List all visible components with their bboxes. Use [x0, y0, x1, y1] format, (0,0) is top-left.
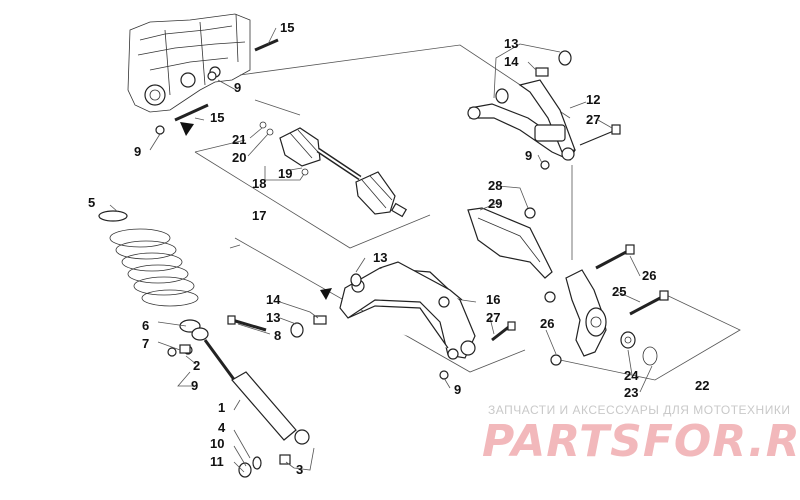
callout-6: 6: [142, 318, 149, 333]
callout-4: 4: [218, 420, 226, 435]
knuckle-bolts: [544, 244, 669, 316]
callout-27-lower: 27: [486, 310, 500, 325]
callout-10: 10: [210, 436, 224, 451]
callout-26-right: 26: [642, 268, 656, 283]
watermark-brand: PARTSFOR.RU: [482, 416, 800, 467]
callout-28: 28: [488, 178, 502, 193]
callout-29: 29: [488, 196, 502, 211]
callout-26-left: 26: [540, 316, 554, 331]
steering-knuckle: [550, 269, 607, 366]
callout-16: 16: [486, 292, 500, 307]
callout-13-upper-arm: 13: [504, 36, 518, 51]
axle-clips: [259, 121, 309, 176]
callout-9-top-left: 9: [234, 80, 241, 95]
callout-19: 19: [278, 166, 292, 181]
callout-20: 20: [232, 150, 246, 165]
callout-17: 17: [252, 208, 266, 223]
callout-15-top: 15: [280, 20, 294, 35]
callout-9-lower-arm: 9: [454, 382, 461, 397]
callout-13-lower-arm-top: 13: [373, 250, 387, 265]
callout-2: 2: [193, 358, 200, 373]
callout-11: 11: [210, 454, 224, 469]
callout-5: 5: [88, 195, 95, 210]
lock-nuts: [155, 71, 550, 380]
upper-arm-bolt: [579, 124, 621, 146]
skid-guard: [467, 207, 553, 279]
callout-21: 21: [232, 132, 246, 147]
upper-a-arm: [467, 79, 576, 161]
callout-25: 25: [612, 284, 626, 299]
direction-arrows: [180, 122, 332, 300]
lower-arm-bushings: [290, 273, 362, 338]
callout-7: 7: [142, 336, 149, 351]
callout-15-left: 15: [210, 110, 224, 125]
callout-22: 22: [695, 378, 709, 393]
callout-13-lower-arm-left: 13: [266, 310, 280, 325]
callout-23: 23: [624, 385, 638, 400]
callout-8: 8: [274, 328, 281, 343]
coil-spring: [98, 210, 201, 333]
callout-12: 12: [586, 92, 600, 107]
leader-lines: [109, 27, 653, 473]
frame-outline: [127, 13, 251, 113]
frame-bolts: [174, 38, 279, 122]
shock-absorber: [183, 327, 310, 445]
shock-hardware: [179, 344, 291, 478]
callout-labels: 1 2 3 4 5 6 7 8 9 9 9 9 9 10 11 12 13 13…: [88, 20, 709, 477]
shock-bolt: [227, 315, 267, 332]
callout-14-lower-arm: 14: [266, 292, 281, 307]
callout-14-upper-arm: 14: [504, 54, 519, 69]
callout-24: 24: [624, 368, 639, 383]
lower-a-arm: [339, 261, 476, 360]
callout-27-upper: 27: [586, 112, 600, 127]
callout-9-shock: 9: [191, 378, 198, 393]
callout-3: 3: [296, 462, 303, 477]
callout-1: 1: [218, 400, 225, 415]
upper-arm-bushings: [495, 50, 572, 104]
callout-9-left: 9: [134, 144, 141, 159]
callout-9-upper-arm: 9: [525, 148, 532, 163]
drive-axle: [279, 127, 408, 218]
callout-18: 18: [252, 176, 266, 191]
hub-bearing: [620, 331, 658, 366]
lower-arm-bolt: [491, 321, 516, 342]
watermark-tagline: ЗАПЧАСТИ И АКСЕССУАРЫ ДЛЯ МОТОТЕХНИКИ: [488, 403, 791, 417]
